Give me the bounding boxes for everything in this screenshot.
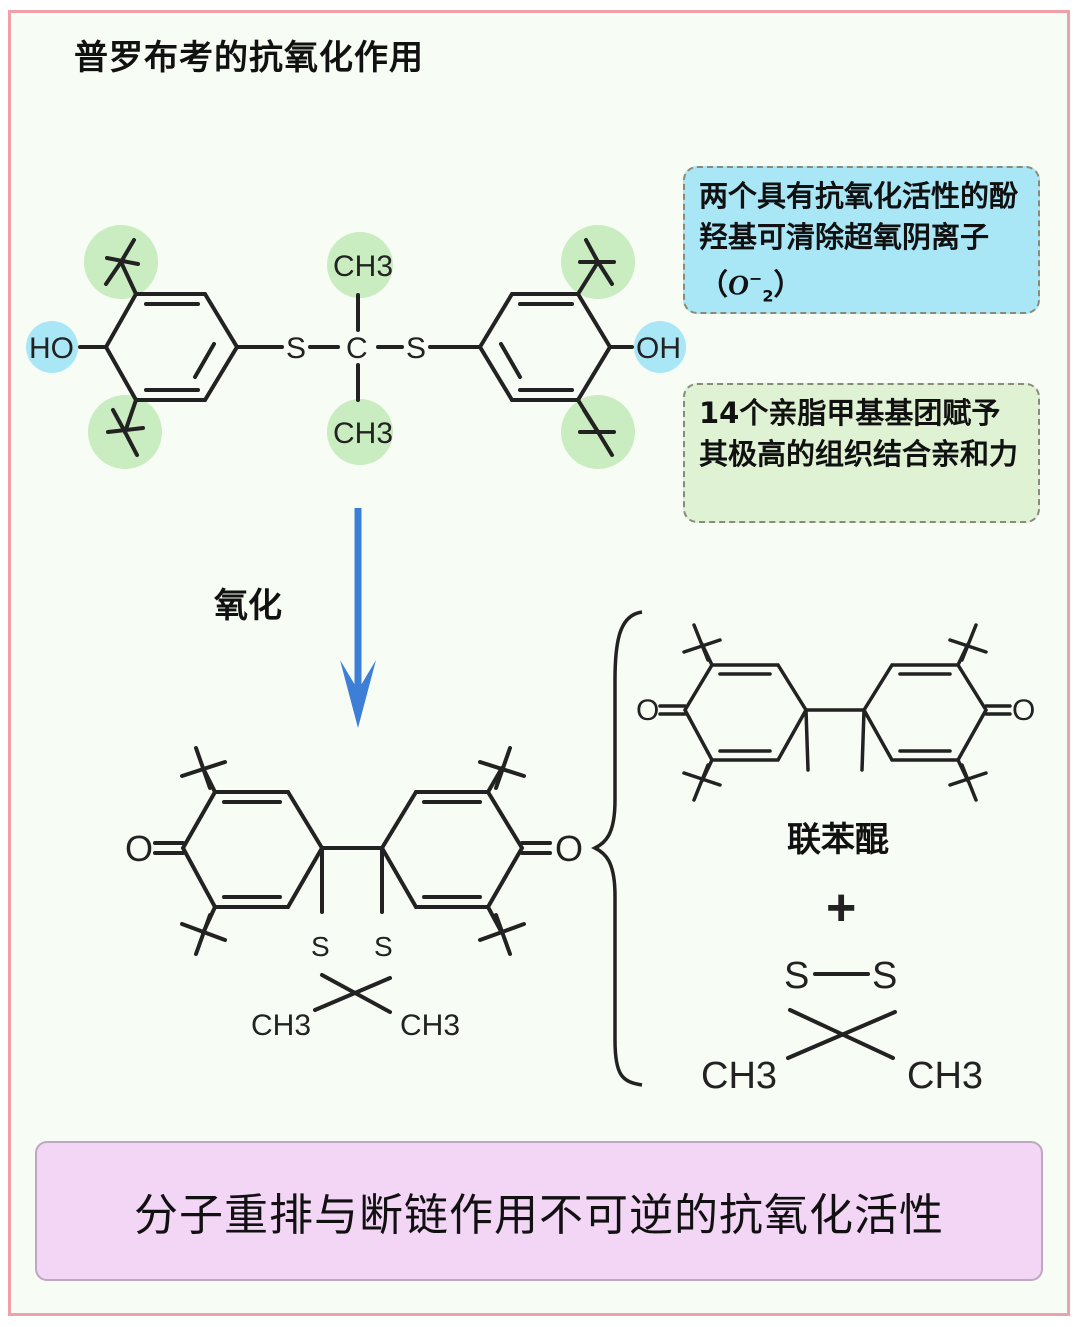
oxidation-label: 氧化 [214, 586, 282, 626]
superoxide-symbol: O [728, 269, 749, 302]
ch3-label: CH3 [701, 1055, 777, 1097]
s-label: S [406, 332, 426, 365]
s-label: S [286, 332, 306, 365]
s-label: S [784, 955, 809, 997]
o-label: O [555, 828, 583, 869]
disulfide-atom-labels: S S CH3 CH3 [701, 955, 983, 1097]
hydroxyl-highlight [634, 321, 686, 373]
s-label: S [374, 931, 393, 962]
conclusion-text: 分子重排与断链作用不可逆的抗氧化活性 [134, 1190, 944, 1241]
disulfide-fragment-structure [786, 972, 897, 1060]
hydroxyl-highlight [26, 321, 78, 373]
probucol-atom-labels: HO OH S C S CH3 CH3 [29, 250, 681, 450]
diphenoquinone-label: 联苯醌 [787, 820, 889, 860]
page-title: 普罗布考的抗氧化作用 [74, 38, 424, 78]
methyl-group-note: 14个亲脂甲基基团赋予其极高的组织结合亲和力 [683, 383, 1040, 523]
o-label: O [636, 694, 659, 727]
methyl-highlight [327, 232, 393, 298]
diphenoquinone-atom-labels: O O [636, 694, 1035, 727]
ch3-label: CH3 [333, 250, 393, 283]
o-label: O [1012, 694, 1035, 727]
methyl-note-text: 14个亲脂甲基基团赋予其极高的组织结合亲和力 [699, 396, 1019, 471]
oh-label: OH [636, 332, 681, 365]
phenol-note-close: ） [773, 267, 803, 302]
curly-brace [591, 610, 643, 1087]
superoxide-subscript: 2 [762, 286, 774, 306]
s-label: S [872, 955, 897, 997]
probucol-structure [78, 238, 634, 457]
ch3-label: CH3 [251, 1009, 311, 1042]
spiro-product-structure [153, 746, 552, 1014]
oxidation-arrow [340, 508, 376, 728]
plus-sign: + [826, 879, 856, 937]
ho-label: HO [29, 332, 74, 365]
s-label: S [311, 931, 330, 962]
conclusion-box: 分子重排与断链作用不可逆的抗氧化活性 [35, 1141, 1043, 1281]
superoxide-charge: − [748, 269, 763, 288]
c-label: C [346, 332, 368, 365]
ch3-label: CH3 [333, 417, 393, 450]
diphenoquinone-structure [658, 623, 1012, 802]
spiro-atom-labels: O O S S CH3 CH3 [125, 828, 583, 1042]
ch3-label: CH3 [400, 1009, 460, 1042]
ch3-label: CH3 [907, 1055, 983, 1097]
methyl-highlight [327, 399, 393, 465]
o-label: O [125, 828, 153, 869]
phenol-note-text: 两个具有抗氧化活性的酚羟基可清除超氧阴离子（ [699, 179, 1019, 302]
phenol-hydroxyl-note: 两个具有抗氧化活性的酚羟基可清除超氧阴离子（O−2） [683, 166, 1040, 314]
